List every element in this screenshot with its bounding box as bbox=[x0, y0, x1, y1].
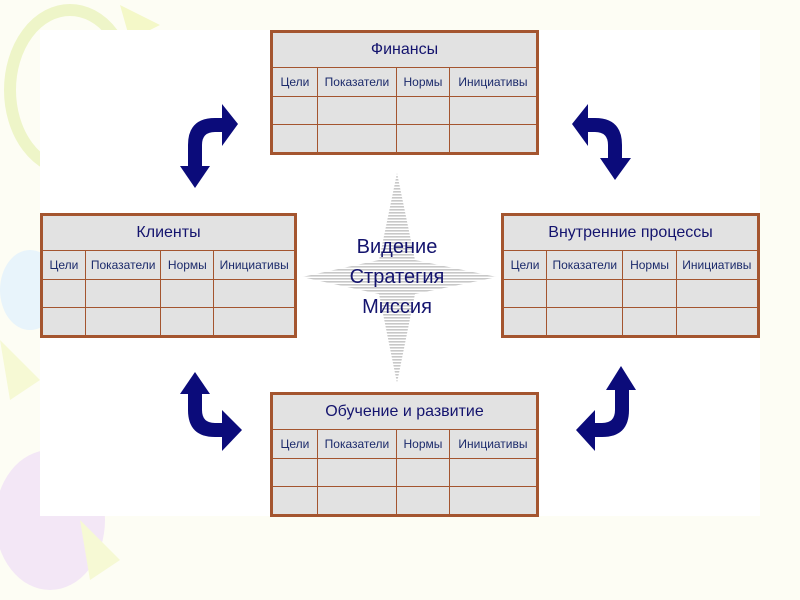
compass-star-shape bbox=[302, 173, 497, 383]
empty-cell bbox=[448, 458, 538, 487]
empty-cell bbox=[272, 458, 318, 487]
perspective-title: Обучение и развитие bbox=[272, 394, 537, 430]
empty-cell bbox=[272, 124, 318, 153]
empty-cell bbox=[546, 279, 624, 308]
empty-cell bbox=[546, 307, 624, 336]
empty-cell bbox=[316, 486, 398, 515]
column-header: Инициативы bbox=[675, 250, 759, 280]
table-row bbox=[42, 307, 295, 336]
column-header: Цели bbox=[272, 429, 318, 459]
empty-cell bbox=[396, 486, 450, 515]
table-row bbox=[502, 279, 759, 308]
table-row bbox=[272, 124, 538, 153]
column-header: Цели bbox=[42, 250, 86, 280]
table-row bbox=[502, 307, 759, 336]
empty-cell bbox=[396, 124, 450, 153]
column-header: Цели bbox=[272, 67, 318, 97]
empty-cell bbox=[675, 307, 759, 336]
column-header: Нормы bbox=[396, 67, 450, 97]
empty-cell bbox=[622, 307, 677, 336]
curved-arrow-bottom-right-icon bbox=[576, 366, 636, 451]
column-header: Показатели bbox=[546, 250, 624, 280]
empty-cell bbox=[502, 307, 548, 336]
empty-cell bbox=[42, 307, 86, 336]
empty-cell bbox=[160, 307, 215, 336]
center-line-strategy: Стратегия bbox=[349, 266, 445, 288]
empty-cell bbox=[84, 279, 162, 308]
center-line-mission: Миссия bbox=[362, 296, 432, 318]
empty-cell bbox=[316, 458, 398, 487]
empty-cell bbox=[213, 307, 295, 336]
column-header: Инициативы bbox=[213, 250, 295, 280]
empty-cell bbox=[160, 279, 215, 308]
empty-cell bbox=[272, 486, 318, 515]
empty-cell bbox=[42, 279, 86, 308]
perspective-title: Клиенты bbox=[42, 215, 295, 251]
column-header: Показатели bbox=[316, 67, 398, 97]
empty-cell bbox=[272, 96, 318, 125]
curved-arrow-bottom-left-icon bbox=[180, 372, 242, 451]
empty-cell bbox=[448, 486, 538, 515]
column-header: Цели bbox=[502, 250, 548, 280]
curved-arrow-top-right-icon bbox=[572, 104, 631, 180]
empty-cell bbox=[316, 124, 398, 153]
center-line-vision: Видение bbox=[356, 236, 438, 258]
empty-cell bbox=[675, 279, 759, 308]
perspective-title: Внутренние процессы bbox=[503, 215, 758, 251]
table-row bbox=[272, 486, 538, 515]
column-header: Инициативы bbox=[448, 429, 538, 459]
curved-arrow-top-left-icon bbox=[180, 104, 238, 188]
vision-strategy-mission: Видение Стратегия Миссия bbox=[317, 232, 477, 322]
table-row bbox=[272, 458, 538, 487]
empty-cell bbox=[448, 124, 538, 153]
